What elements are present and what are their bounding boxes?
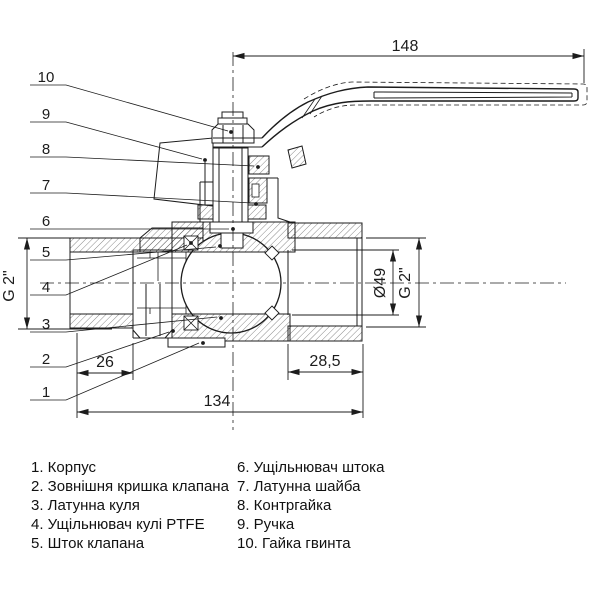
svg-text:6: 6 <box>42 213 50 230</box>
svg-text:7: 7 <box>42 177 50 194</box>
callouts: 10 9 8 7 6 5 4 3 <box>30 69 260 401</box>
part-item: 9. Ручка <box>237 516 295 533</box>
part-item: 2. Зовнішня кришка клапана <box>31 478 229 495</box>
svg-text:10: 10 <box>38 69 55 86</box>
dimension-port-depth: 28,5 <box>287 344 363 380</box>
svg-text:1: 1 <box>42 384 50 401</box>
callout-9: 9 <box>30 106 207 162</box>
body-skirt <box>167 337 226 348</box>
svg-text:2: 2 <box>42 351 50 368</box>
parts-list-column-left: 1. Корпус 2. Зовнішня кришка клапана 3. … <box>31 458 229 553</box>
callout-2: 2 <box>30 329 175 368</box>
callout-7: 7 <box>30 177 258 206</box>
svg-text:8: 8 <box>42 141 50 158</box>
parts-list-column-right: 6. Ущільнювач штока 7. Латунна шайба 8. … <box>237 458 384 553</box>
dimension-bore-diameter: Ø49 <box>292 249 399 316</box>
valve-drawing: 148 G 2" 26 134 28,5 Ø49 G 2" 10 <box>1 38 588 430</box>
handle-lever <box>261 81 588 148</box>
dim-26-label: 26 <box>96 354 114 371</box>
stem-slot <box>220 232 244 249</box>
part-item: 10. Гайка гвинта <box>237 535 351 552</box>
stem <box>212 147 249 223</box>
part-item: 7. Латунна шайба <box>237 478 361 495</box>
dim-g2-right-label: G 2" <box>397 267 414 298</box>
callout-8: 8 <box>30 141 260 169</box>
dim-g2-left-label: G 2" <box>1 270 18 301</box>
svg-text:4: 4 <box>42 279 50 296</box>
callout-4: 4 <box>30 241 193 296</box>
right-female-port <box>287 222 363 342</box>
dimension-body-length: 134 <box>77 344 364 418</box>
dimension-thread-right: G 2" <box>366 237 426 328</box>
centerlines <box>40 52 566 430</box>
callout-3: 3 <box>30 316 223 333</box>
washer-right <box>247 204 267 220</box>
svg-text:3: 3 <box>42 316 50 333</box>
locknut <box>248 155 270 175</box>
handle-sleeve-dashed <box>303 81 588 118</box>
part-item: 3. Латунна куля <box>31 497 140 514</box>
svg-text:5: 5 <box>42 244 50 261</box>
dimension-cap-length: 26 <box>76 333 134 418</box>
callout-6: 6 <box>30 213 235 231</box>
stem-seal <box>209 221 254 234</box>
dim-134-label: 134 <box>204 393 231 410</box>
callout-10: 10 <box>30 69 233 134</box>
stop-tab <box>287 145 307 169</box>
stem-assembly <box>153 111 307 234</box>
dimension-handle-length: 148 <box>233 38 585 83</box>
part-item: 5. Шток клапана <box>31 535 145 552</box>
part-item: 8. Контргайка <box>237 497 332 514</box>
dim-28-5-label: 28,5 <box>309 353 340 370</box>
part-item: 1. Корпус <box>31 459 97 476</box>
part-item: 4. Ущільнювач кулі PTFE <box>31 516 205 533</box>
stem-cap <box>221 111 244 119</box>
dim-148-label: 148 <box>392 38 419 55</box>
dim-d49-label: Ø49 <box>372 268 389 298</box>
callout-1: 1 <box>30 341 205 401</box>
ball-seats <box>183 235 280 331</box>
svg-text:9: 9 <box>42 106 50 123</box>
callout-5: 5 <box>30 244 222 261</box>
part-item: 6. Ущільнювач штока <box>237 459 385 476</box>
